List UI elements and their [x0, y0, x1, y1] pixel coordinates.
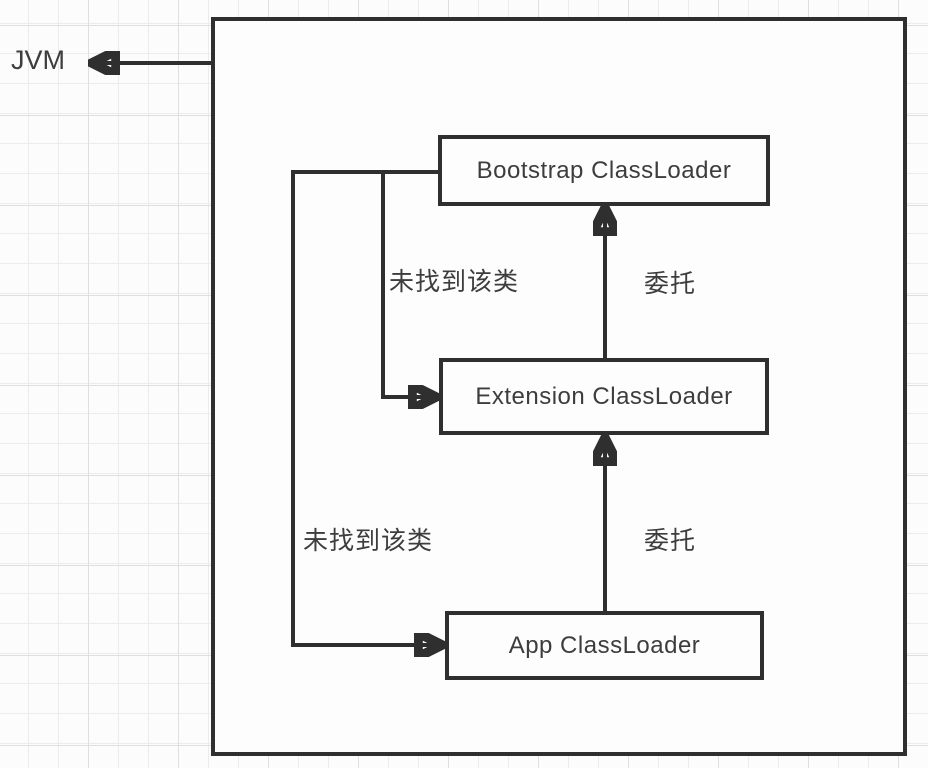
app-classloader-box: App ClassLoader: [445, 611, 764, 680]
bootstrap-classloader-box: Bootstrap ClassLoader: [438, 135, 770, 206]
app-classloader-label: App ClassLoader: [508, 631, 701, 659]
edge-label-not-found-bottom: 未找到该类: [303, 527, 434, 555]
bootstrap-classloader-label: Bootstrap ClassLoader: [476, 156, 732, 184]
jvm-label: JVM: [11, 45, 65, 75]
extension-classloader-label: Extension ClassLoader: [475, 382, 733, 410]
edge-label-delegate-top: 委托: [644, 270, 697, 298]
edge-label-not-found-top: 未找到该类: [389, 268, 520, 296]
extension-classloader-box: Extension ClassLoader: [439, 358, 769, 435]
edge-label-delegate-bottom: 委托: [644, 527, 697, 555]
